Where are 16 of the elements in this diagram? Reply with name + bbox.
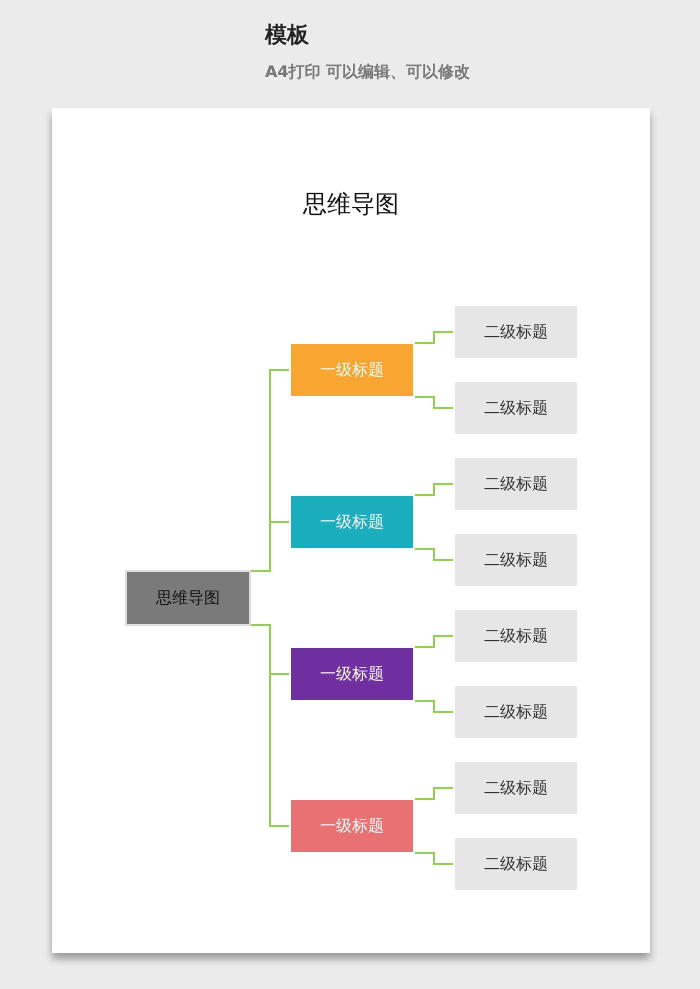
node-box: 一级标题 <box>289 798 415 854</box>
header-subtitle: A4打印 可以编辑、可以修改 <box>265 62 470 83</box>
node-box: 二级标题 <box>453 760 579 816</box>
node-box: 二级标题 <box>453 456 579 512</box>
node-box: 二级标题 <box>453 532 579 588</box>
diagram-title: 思维导图 <box>303 189 399 220</box>
node-box: 一级标题 <box>289 342 415 398</box>
node-box: 一级标题 <box>289 646 415 702</box>
node-box: 二级标题 <box>453 684 579 740</box>
header-title: 模板 <box>265 22 309 50</box>
node-box: 二级标题 <box>453 836 579 892</box>
node-box: 思维导图 <box>125 570 251 626</box>
node-box: 二级标题 <box>453 608 579 664</box>
node-box: 一级标题 <box>289 494 415 550</box>
node-box: 二级标题 <box>453 380 579 436</box>
node-box: 二级标题 <box>453 304 579 360</box>
